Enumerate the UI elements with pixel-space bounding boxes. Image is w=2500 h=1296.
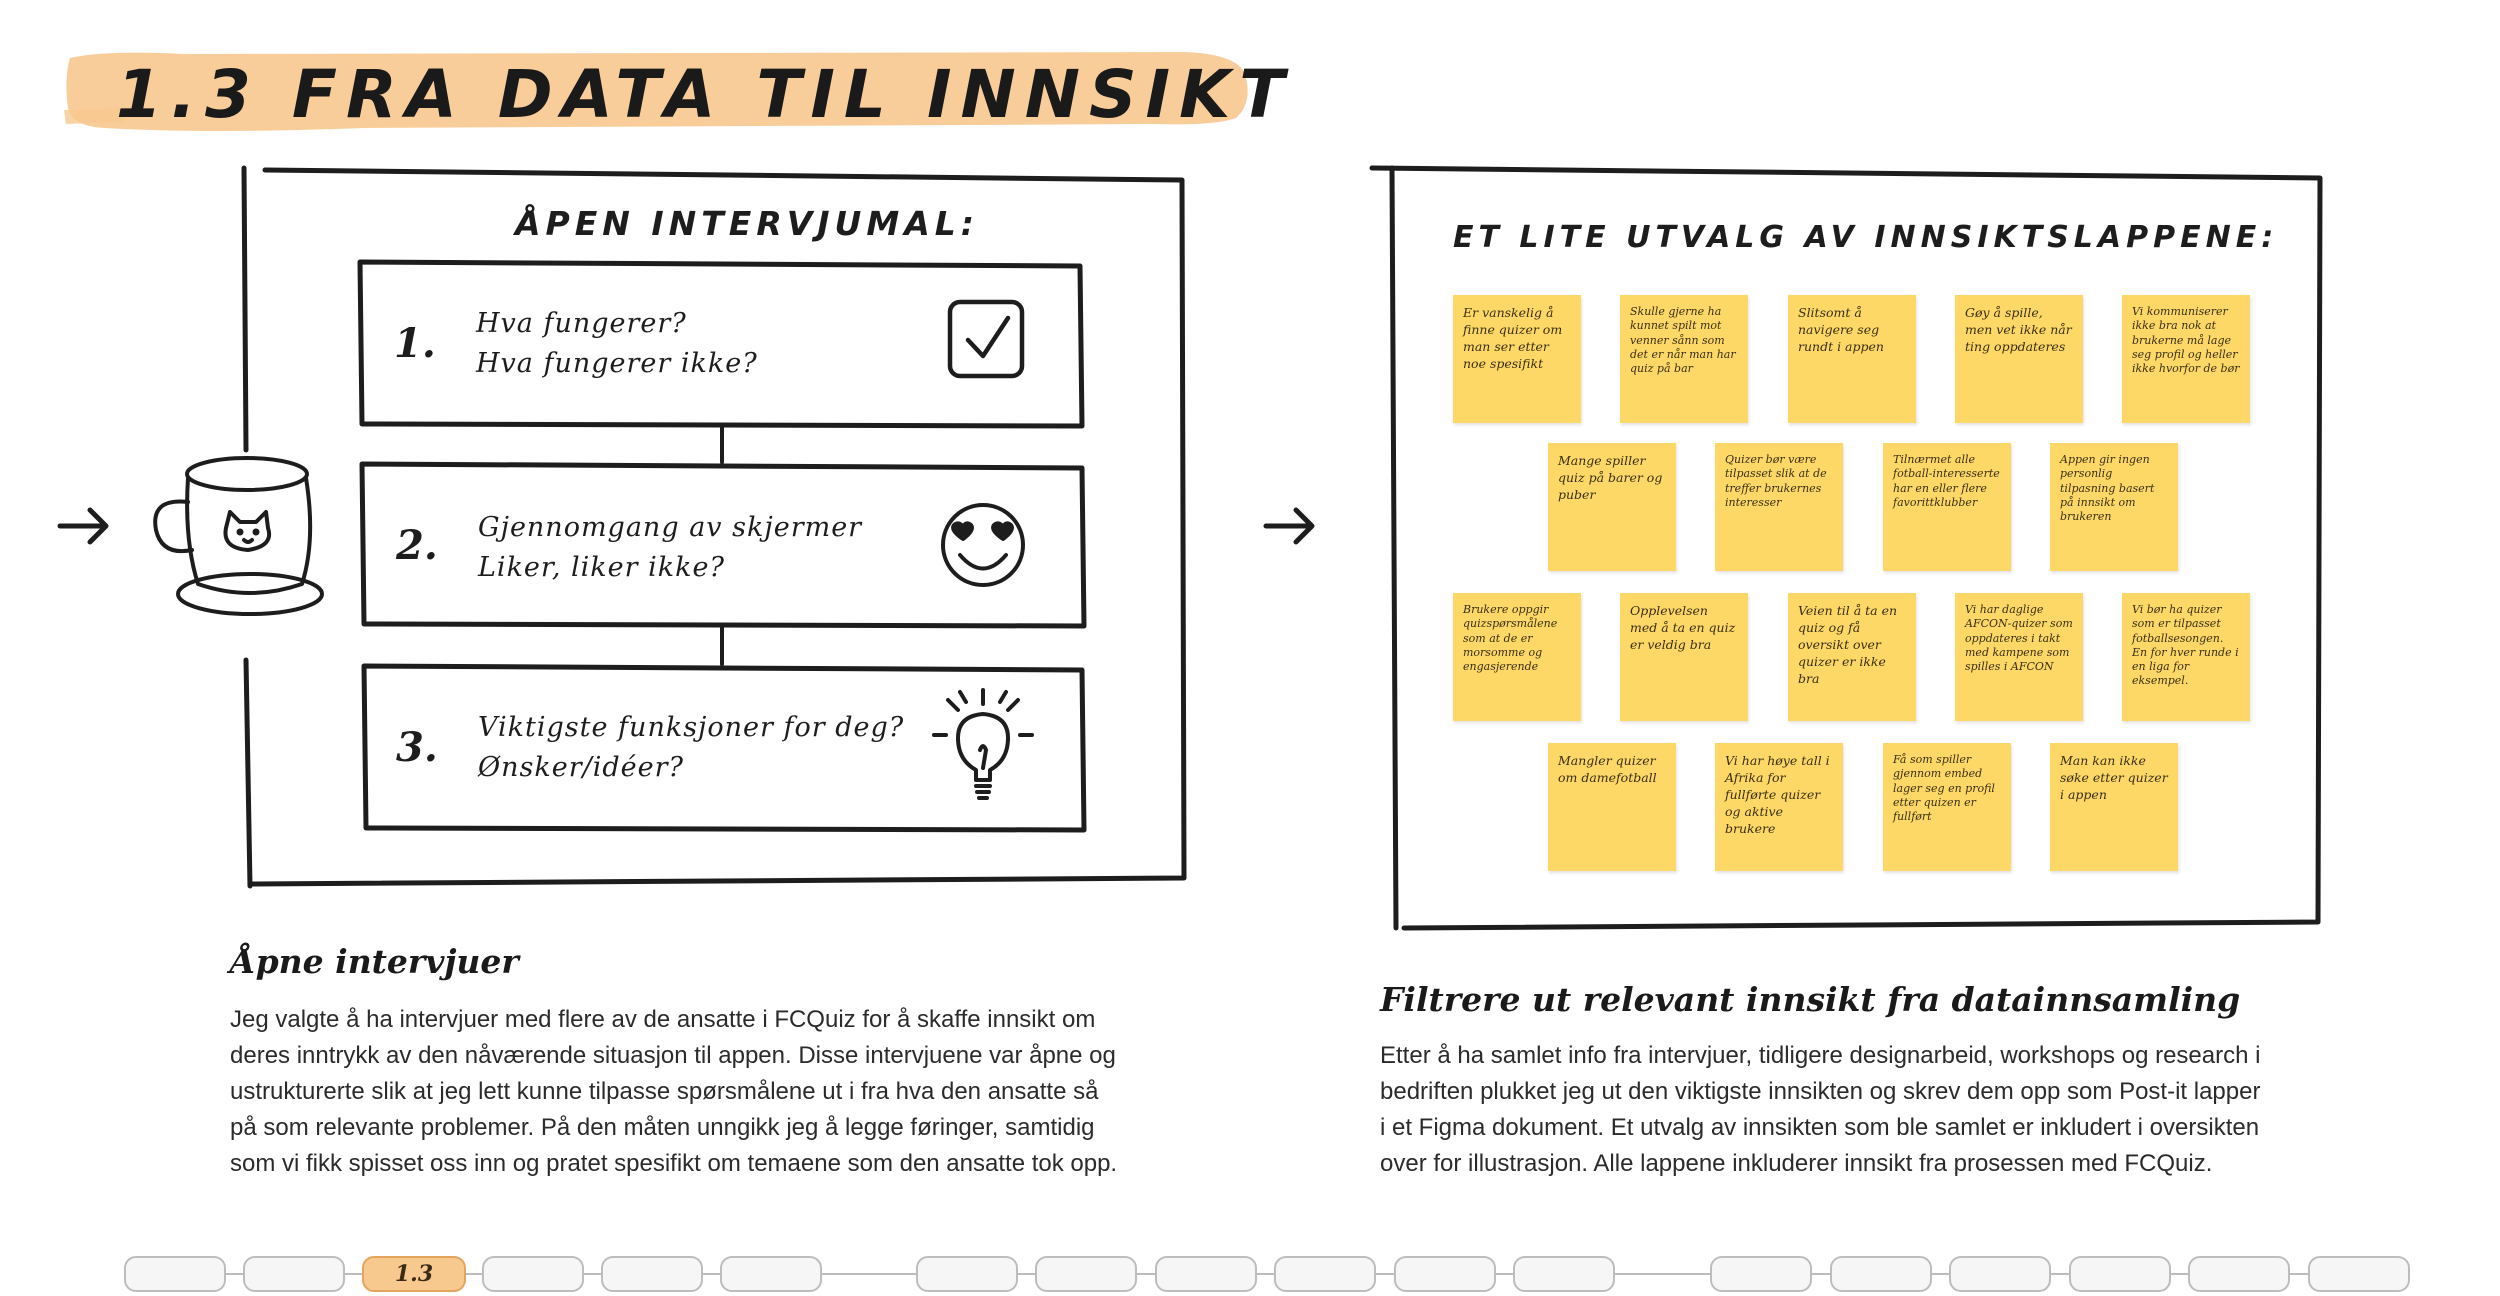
title-highlight (64, 52, 1248, 131)
notes-frame (1369, 165, 2323, 931)
question-box-3 (361, 663, 1087, 833)
nav-tab[interactable] (916, 1256, 1018, 1292)
nav-tab[interactable] (1394, 1256, 1496, 1292)
cat-mug-icon (153, 456, 324, 616)
question-3-line-1: Viktigste funksjoner for deg? (478, 712, 905, 743)
paragraph-line: som vi fikk spisset oss inn og pratet sp… (230, 1150, 1118, 1177)
question-number-2: 2. (396, 522, 438, 569)
question-2-line-2: Liker, liker ikke? (478, 552, 725, 583)
sticky-note: Vi bør ha quizer som er tilpasset fotbal… (2122, 593, 2250, 721)
checkbox-icon (947, 299, 1025, 379)
sticky-note: Opplevelsen med å ta en quiz er veldig b… (1620, 593, 1748, 721)
nav-tab-label: 1.3 (394, 1261, 434, 1287)
question-number-1: 1. (394, 320, 436, 367)
section-paragraph-filtering: Etter å ha samlet info fra intervjuer, t… (1380, 1038, 2260, 1182)
paragraph-line: i et Figma dokument. Et utvalg av innsik… (1380, 1114, 2260, 1141)
question-1-line-2: Hva fungerer ikke? (476, 348, 758, 379)
smiley-heart-eyes-icon (941, 503, 1025, 587)
section-title-filtering: Filtrere ut relevant innsikt fra datainn… (1380, 980, 2241, 1019)
nav-tab[interactable] (1274, 1256, 1376, 1292)
section-paragraph-interviews: Jeg valgte å ha intervjuer med flere av … (230, 1002, 1117, 1182)
sticky-note: Man kan ikke søke etter quizer i appen (2050, 743, 2178, 871)
nav-tab[interactable] (1710, 1256, 1812, 1292)
sticky-note: Er vanskelig å finne quizer om man ser e… (1453, 295, 1581, 423)
nav-tab[interactable] (1035, 1256, 1137, 1292)
nav-tab[interactable] (1949, 1256, 2051, 1292)
question-3-line-2: Ønsker/idéer? (478, 752, 684, 783)
sticky-note: Vi har daglige AFCON-quizer som oppdater… (1955, 593, 2083, 721)
sticky-note: Vi har høye tall i Afrika for fullførte … (1715, 743, 1843, 871)
paragraph-line: på som relevante problemer. På den måten… (230, 1114, 1095, 1141)
sticky-note: Gøy å spille, men vet ikke når ting oppd… (1955, 295, 2083, 423)
page-title: 1.3 FRA DATA TIL INNSIKT (116, 56, 1294, 133)
question-box-2 (359, 461, 1087, 629)
question-2-line-1: Gjennomgang av skjermer (478, 512, 863, 543)
section-title-interviews: Åpne intervjuer (230, 942, 519, 981)
paragraph-line: deres inntrykk av den nåværende situasjo… (230, 1042, 1116, 1069)
title-banner: 1.3 FRA DATA TIL INNSIKT (64, 48, 1284, 136)
sticky-note: Quizer bør være tilpasset slik at de tre… (1715, 443, 1843, 571)
nav-tab[interactable] (1830, 1256, 1932, 1292)
nav-tab[interactable] (243, 1256, 345, 1292)
question-1-line-1: Hva fungerer? (476, 308, 687, 339)
interview-template-heading: ÅPEN INTERVJUMAL: (515, 204, 979, 243)
sticky-note: Mange spiller quiz på barer og puber (1548, 443, 1676, 571)
left-arrow-icon (57, 507, 109, 545)
paragraph-line: bedriften plukket jeg ut den viktigste i… (1380, 1078, 2261, 1105)
nav-tab[interactable] (1155, 1256, 1257, 1292)
question-number-3: 3. (396, 724, 438, 771)
question-box-1 (357, 259, 1085, 429)
nav-tab[interactable] (720, 1256, 822, 1292)
paragraph-line: ustrukturerte slik at jeg lett kunne til… (230, 1078, 1099, 1105)
paragraph-line: Jeg valgte å ha intervjuer med flere av … (230, 1006, 1096, 1033)
lightbulb-icon (932, 688, 1034, 800)
sticky-note: Vi kommuniserer ikke bra nok at brukerne… (2122, 295, 2250, 423)
nav-tab[interactable] (1513, 1256, 1615, 1292)
nav-tab[interactable] (2308, 1256, 2410, 1292)
notes-heading: ET LITE UTVALG AV INNSIKTSLAPPENE: (1453, 220, 2279, 255)
paragraph-line: Etter å ha samlet info fra intervjuer, t… (1380, 1042, 2261, 1069)
sticky-note: Brukere oppgir quizspørsmålene som at de… (1453, 593, 1581, 721)
sticky-note: Mangler quizer om damefotball (1548, 743, 1676, 871)
nav-tab[interactable] (2188, 1256, 2290, 1292)
paragraph-line: over for illustrasjon. Alle lappene inkl… (1380, 1150, 2213, 1177)
nav-tab-active[interactable]: 1.3 (362, 1256, 466, 1292)
nav-tab[interactable] (2069, 1256, 2171, 1292)
sticky-note: Få som spiller gjennom embed lager seg e… (1883, 743, 2011, 871)
sticky-note: Appen gir ingen personlig tilpasning bas… (2050, 443, 2178, 571)
sticky-note: Slitsomt å navigere seg rundt i appen (1788, 295, 1916, 423)
middle-arrow-icon (1263, 507, 1315, 545)
interview-frame (241, 165, 1187, 889)
nav-tab[interactable] (601, 1256, 703, 1292)
sticky-note: Skulle gjerne ha kunnet spilt mot venner… (1620, 295, 1748, 423)
sticky-note: Veien til å ta en quiz og få oversikt ov… (1788, 593, 1916, 721)
nav-tab[interactable] (124, 1256, 226, 1292)
sticky-note: Tilnærmet alle fotball-interesserte har … (1883, 443, 2011, 571)
nav-tab[interactable] (482, 1256, 584, 1292)
